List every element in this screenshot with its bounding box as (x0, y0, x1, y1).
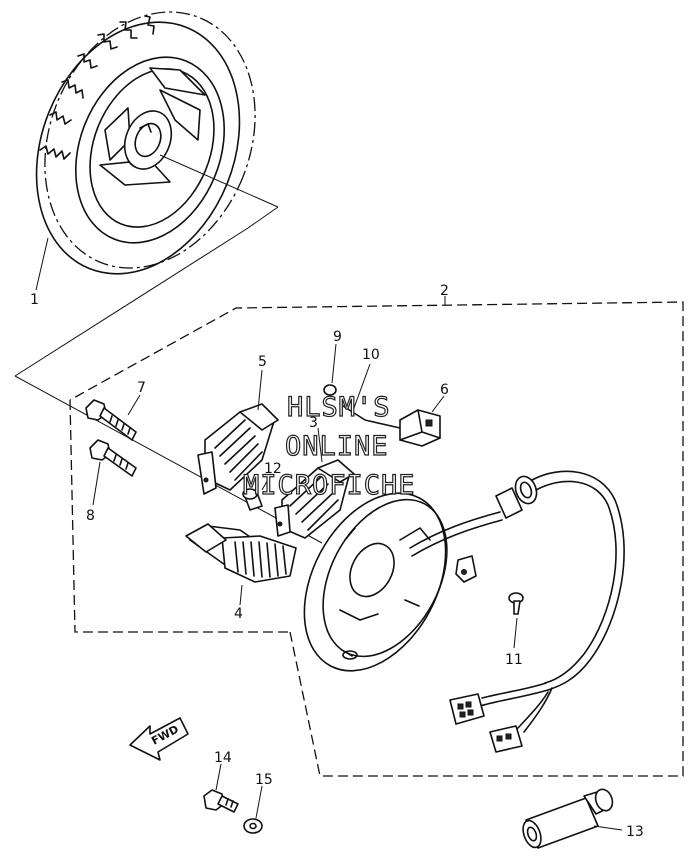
callout-5: 5 (258, 354, 267, 370)
bolt-short (89, 439, 137, 506)
callout-1: 1 (30, 292, 39, 308)
callout-8: 8 (86, 508, 95, 524)
rotor-puller-tool (522, 788, 623, 849)
callout-9: 9 (333, 329, 342, 345)
pickup-connector (399, 395, 445, 447)
callout-13: 13 (626, 824, 644, 840)
callout-10: 10 (362, 347, 380, 363)
bolt-flange (203, 763, 239, 813)
forward-direction-arrow: FWD (129, 717, 189, 761)
callout-3: 3 (309, 415, 318, 431)
stator-base-plate (303, 492, 477, 672)
coil-middle (274, 427, 355, 539)
spacer-collar (242, 475, 271, 511)
watermark-line-2: ONLINE (285, 431, 389, 462)
callout-4: 4 (234, 606, 243, 622)
washer (243, 785, 263, 834)
connector-plug-lower (489, 725, 523, 753)
stator-assembly-boundary (14, 227, 684, 777)
bolt-long (85, 394, 141, 441)
watermark-line-1: HLSM'S (287, 392, 391, 423)
watermark-line-3: MICROFICHE (243, 470, 416, 501)
callout-7: 7 (137, 380, 146, 396)
lighting-coil-upper (197, 369, 279, 495)
wiring-harness (409, 470, 625, 733)
screw-small (508, 592, 524, 649)
callout-2: 2 (440, 283, 449, 299)
callout-12: 12 (264, 461, 282, 477)
callout-15: 15 (255, 772, 273, 788)
flywheel-rotor (35, 11, 279, 291)
watermark: HLSM'S ONLINE MICROFICHE (242, 391, 416, 501)
callout-11: 11 (505, 652, 523, 668)
callout-14: 14 (214, 750, 232, 766)
connector-plug-upper (449, 693, 485, 725)
callout-6: 6 (440, 382, 449, 398)
nut-small (323, 343, 337, 396)
charge-coil-lower (185, 523, 297, 606)
callout-labels: 1 2 3 4 5 6 7 8 9 10 11 12 13 14 15 (30, 283, 644, 840)
